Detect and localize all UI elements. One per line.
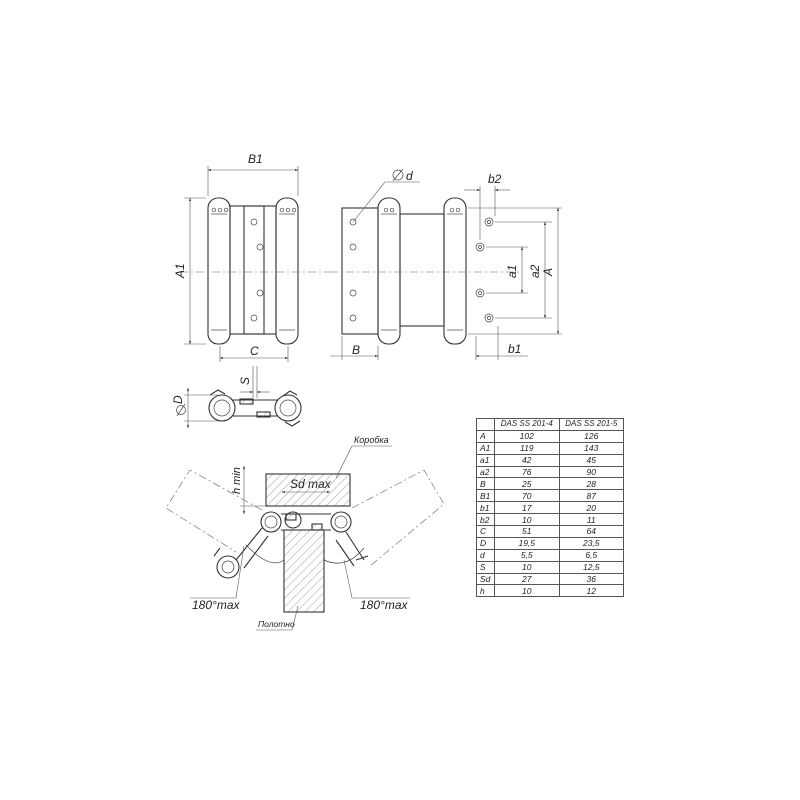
table-cell: d	[476, 548, 495, 562]
angle-left-label: 180°max	[192, 598, 240, 612]
door-leaf	[283, 529, 325, 613]
table-cell: C	[476, 525, 495, 538]
table-cell: 42	[494, 453, 560, 467]
table-cell: A1	[476, 441, 495, 455]
angle-right-label: 180°max	[360, 598, 408, 612]
table-cell: 12,5	[558, 560, 624, 574]
table-cell: 143	[558, 441, 624, 455]
dim-a2-label: a2	[528, 264, 542, 278]
dim-h-min-label: h min	[231, 467, 243, 494]
table-cell: A	[476, 429, 495, 443]
table-cell: 119	[494, 441, 560, 455]
table-cell: h	[476, 584, 495, 598]
hinge-section-view: S D	[171, 366, 302, 429]
dim-S-label: S	[238, 377, 252, 385]
dim-A-label: A	[541, 268, 555, 277]
table-cell: 19,5	[494, 536, 560, 550]
table-header-cell: DAS SS 201-5	[558, 418, 624, 431]
dim-C-label: C	[250, 344, 259, 358]
table-cell: b1	[476, 501, 495, 515]
table-cell: S	[476, 560, 495, 574]
table-cell: 10	[494, 584, 560, 598]
dim-Sd-label: Sd max	[290, 477, 332, 491]
screw-holes	[211, 207, 297, 322]
table-cell: 76	[494, 465, 560, 479]
table-cell: 45	[558, 453, 624, 467]
frame-box	[265, 473, 351, 507]
table-cell: 5,5	[494, 548, 560, 562]
table-cell: 27	[494, 572, 560, 586]
table-cell: 17	[494, 501, 560, 515]
table-header-row: DAS SS 201-4 DAS SS 201-5	[476, 418, 624, 431]
table-cell: 20	[558, 501, 624, 515]
dim-B-label: B	[352, 343, 360, 357]
table-cell: 11	[558, 513, 624, 527]
table-cell: B1	[476, 489, 495, 503]
dim-b2-label: b2	[488, 172, 502, 186]
dim-b1-label: b1	[508, 342, 521, 356]
table-header-cell: DAS SS 201-4	[494, 418, 560, 431]
table-cell: Sd	[476, 572, 495, 586]
table-cell: a1	[476, 453, 495, 467]
door-leaf-label: Полотно	[258, 619, 295, 629]
table-cell: B	[476, 477, 495, 491]
dim-a1-label: a1	[505, 265, 519, 278]
hinge-side-view: d b2 a1 a2 A B b1	[330, 168, 562, 360]
table-cell: 12	[558, 584, 624, 598]
table-cell: 64	[558, 525, 624, 538]
table-cell: 70	[494, 489, 560, 503]
table-cell: 23,5	[558, 536, 624, 550]
table-cell: 36	[558, 572, 624, 586]
table-cell: 28	[558, 477, 624, 491]
table-cell: 10	[494, 560, 560, 574]
dim-d-label: d	[406, 169, 413, 183]
dim-D-label: D	[171, 395, 185, 404]
table-cell: 10	[494, 513, 560, 527]
table-cell: 25	[494, 477, 560, 491]
dim-B1-label: B1	[248, 152, 263, 166]
table-cell: 51	[494, 525, 560, 538]
table-cell: 102	[494, 429, 560, 443]
installation-scheme: Коробка Sd max h min Полотно	[165, 435, 445, 631]
table-header-cell	[476, 418, 495, 431]
table-cell: b2	[476, 513, 495, 527]
table-cell: 126	[558, 429, 624, 443]
table-cell: 6,5	[558, 548, 624, 562]
hinge-front-view: B1 A1 C	[173, 152, 330, 362]
table-cell: 90	[558, 465, 624, 479]
box-label: Коробка	[354, 435, 389, 445]
table-cell: 87	[558, 489, 624, 503]
table-cell: D	[476, 536, 495, 550]
table-cell: a2	[476, 465, 495, 479]
dim-A1-label: A1	[173, 263, 187, 279]
